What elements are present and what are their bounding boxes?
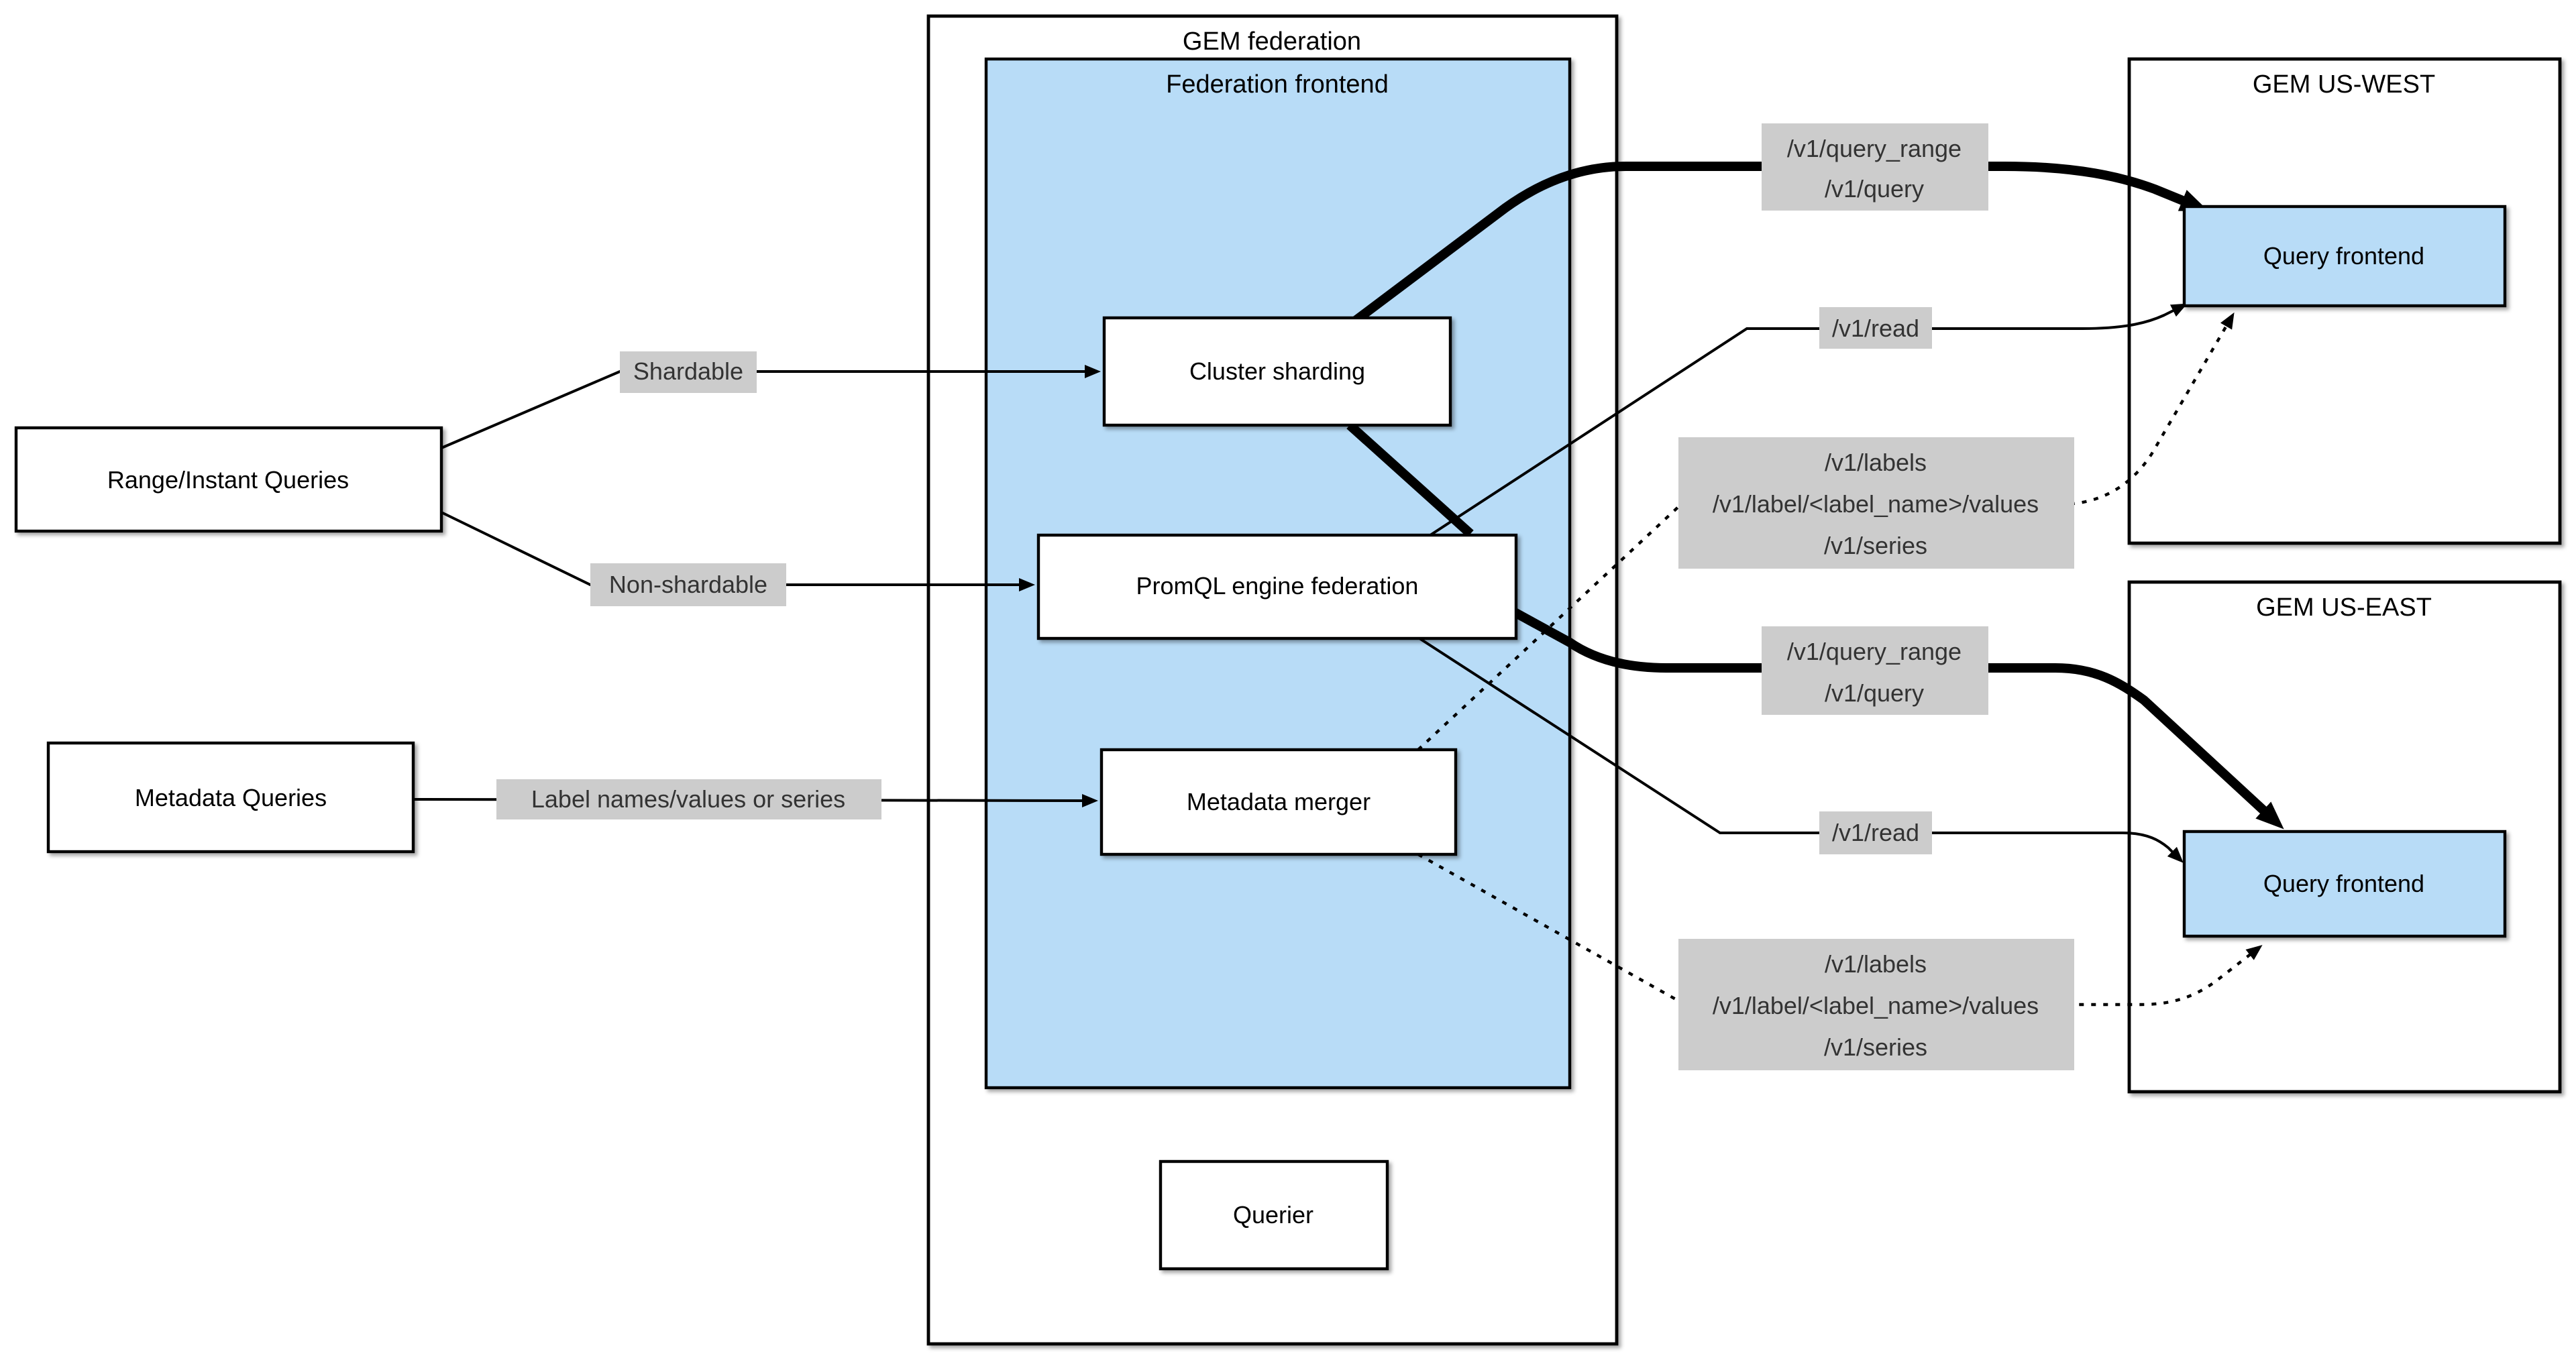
shardable-label-text: Shardable — [633, 357, 743, 385]
us-east-query-frontend-node: Query frontend — [2182, 830, 2507, 938]
range-instant-queries-node: Range/Instant Queries — [14, 426, 443, 533]
edge-east-read — [1418, 637, 2184, 863]
label-names-edge-label: Label names/values or series — [496, 779, 881, 819]
east-labels-edge-label: /v1/labels /v1/label/<label_name>/values… — [1678, 939, 2074, 1070]
east-read-label-text: /v1/read — [1832, 819, 1919, 846]
cluster-sharding-label: Cluster sharding — [1189, 357, 1365, 385]
federation-frontend-title: Federation frontend — [1166, 70, 1389, 99]
east-labels-label-bg — [1678, 939, 2074, 1070]
non-shardable-label-bg — [590, 563, 786, 606]
east-read-edge-label: /v1/read — [1819, 811, 1932, 854]
querier-node: Querier — [1159, 1159, 1389, 1271]
promql-engine-label: PromQL engine federation — [1136, 572, 1419, 600]
west-query-label-line2: /v1/query — [1825, 175, 1924, 203]
gem-federation-title: GEM federation — [1183, 27, 1361, 56]
non-shardable-label-text: Non-shardable — [609, 571, 767, 598]
east-labels-label-line2: /v1/label/<label_name>/values — [1713, 992, 2039, 1019]
querier-label: Querier — [1233, 1201, 1313, 1229]
metadata-merger-box — [1099, 748, 1458, 856]
west-read-edge-label: /v1/read — [1819, 307, 1932, 349]
west-query-label-line1: /v1/query_range — [1787, 135, 1962, 162]
shardable-edge-label: Shardable — [620, 351, 757, 393]
east-labels-label-line1: /v1/labels — [1825, 950, 1927, 978]
shardable-label-bg — [620, 351, 757, 393]
edge-east-labels-dotted — [1417, 853, 2263, 1007]
label-names-label-text: Label names/values or series — [531, 785, 845, 813]
querier-box — [1159, 1159, 1389, 1271]
cluster-sharding-box — [1102, 316, 1452, 427]
us-west-query-frontend-box — [2182, 205, 2507, 308]
non-shardable-edge-label: Non-shardable — [590, 563, 786, 606]
west-query-edge-label: /v1/query_range /v1/query — [1762, 123, 1988, 211]
edge-cluster-to-promql-thick — [1346, 421, 1474, 538]
metadata-merger-node: Metadata merger — [1099, 748, 1458, 856]
range-instant-queries-box — [14, 426, 443, 533]
edge-west-query-thick — [1350, 162, 2209, 326]
east-query-label-bg — [1762, 626, 1988, 715]
gem-us-west-title: GEM US-WEST — [2253, 70, 2435, 99]
east-labels-label-line3: /v1/series — [1824, 1033, 1927, 1061]
edge-west-read — [1429, 303, 2188, 536]
east-query-label-line2: /v1/query — [1825, 679, 1924, 707]
promql-engine-box — [1036, 533, 1518, 640]
west-query-label-bg — [1762, 123, 1988, 211]
us-east-query-frontend-label: Query frontend — [2263, 870, 2424, 897]
metadata-merger-label: Metadata merger — [1187, 788, 1371, 815]
us-west-query-frontend-label: Query frontend — [2263, 242, 2424, 270]
west-labels-label-line3: /v1/series — [1824, 532, 1927, 559]
west-labels-edge-label: /v1/labels /v1/label/<label_name>/values… — [1678, 437, 2074, 569]
west-read-label-text: /v1/read — [1832, 315, 1919, 342]
west-labels-label-bg — [1678, 437, 2074, 569]
label-names-label-bg — [496, 779, 881, 819]
us-west-query-frontend-node: Query frontend — [2182, 205, 2507, 308]
west-labels-label-line1: /v1/labels — [1825, 449, 1927, 476]
east-query-edge-label: /v1/query_range /v1/query — [1762, 626, 1988, 715]
metadata-queries-node: Metadata Queries — [46, 741, 415, 854]
west-labels-label-line2: /v1/label/<label_name>/values — [1713, 490, 2039, 518]
east-read-label-bg — [1819, 811, 1932, 854]
promql-engine-node: PromQL engine federation — [1036, 533, 1518, 640]
metadata-queries-box — [46, 741, 415, 854]
gem-federation-container: GEM federation Federation frontend — [926, 14, 1619, 1346]
cluster-sharding-node: Cluster sharding — [1102, 316, 1452, 427]
gem-us-east-title: GEM US-EAST — [2256, 593, 2432, 622]
east-query-label-line1: /v1/query_range — [1787, 638, 1962, 665]
west-read-label-bg — [1819, 307, 1932, 349]
range-instant-queries-label: Range/Instant Queries — [107, 466, 349, 494]
us-east-query-frontend-box — [2182, 830, 2507, 938]
metadata-queries-label: Metadata Queries — [135, 784, 327, 811]
